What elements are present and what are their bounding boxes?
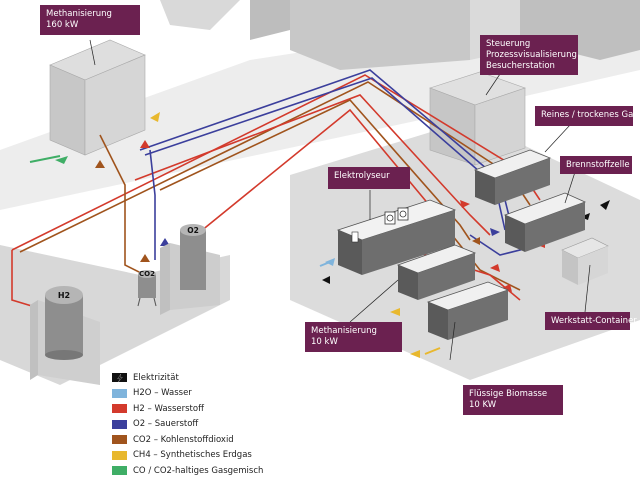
callout-line: Werkstatt-Container — [551, 316, 637, 326]
callout-biomasse: Flüssige Biomasse 10 KW — [463, 385, 563, 415]
legend: Elektrizität H2O – Wasser H2 – Wassersto… — [112, 370, 282, 479]
legend-label: O2 – Sauerstoff — [133, 419, 199, 430]
legend-item-gasmix: CO / CO2-haltiges Gasgemisch — [112, 463, 282, 479]
callout-methanisierung-10: Methanisierung 10 kW — [305, 322, 402, 352]
callout-line: Steuerung — [486, 39, 531, 49]
callout-line: Besucherstation — [486, 61, 555, 71]
callout-line: Reines / trockenes Gas — [541, 110, 638, 120]
legend-item-ch4: CH4 – Synthetisches Erdgas — [112, 448, 282, 464]
callout-line: Brennstoffzelle — [566, 160, 630, 170]
callout-leaders — [89, 39, 591, 361]
legend-label: Elektrizität — [133, 372, 179, 383]
callout-line: Elektrolyseur — [334, 171, 390, 181]
callout-line: 160 kW — [46, 20, 79, 30]
legend-swatch-oxygen — [112, 419, 127, 429]
container-elektrolyseur — [336, 199, 457, 275]
legend-swatch-gasmix — [112, 466, 127, 476]
tank-o2: O2 — [180, 224, 206, 290]
legend-item-water: H2O – Wasser — [112, 386, 282, 402]
callout-steuerung: Steuerung Prozessvisualisierung Besucher… — [480, 35, 578, 75]
container-brennstoffzelle — [473, 149, 552, 205]
legend-label: H2 – Wasserstoff — [133, 403, 204, 414]
tank-label-o2: O2 — [187, 226, 199, 235]
legend-item-hydrogen: H2 – Wasserstoff — [112, 401, 282, 417]
callout-brennstoffzelle: Brennstoffzelle — [560, 156, 632, 174]
callout-line: Prozessvisualisierung — [486, 50, 577, 60]
legend-swatch-electricity — [112, 373, 127, 383]
legend-label: CO2 – Kohlenstoffdioxid — [133, 434, 234, 445]
callout-methanisierung-160: Methanisierung 160 kW — [40, 5, 140, 35]
legend-label: CO / CO2-haltiges Gasgemisch — [133, 465, 264, 476]
callout-elektrolyseur: Elektrolyseur — [328, 167, 410, 189]
tank-label-co2: CO2 — [139, 270, 155, 278]
tank-h2: H2 — [45, 286, 83, 360]
lightning-bolt-icon — [116, 373, 123, 382]
callout-line: Flüssige Biomasse — [469, 389, 548, 399]
container-biomasse — [426, 281, 510, 340]
container-methanisierung-10 — [396, 244, 477, 300]
container-werkstatt — [561, 237, 609, 285]
legend-swatch-ch4 — [112, 450, 127, 460]
legend-label: CH4 – Synthetisches Erdgas — [133, 450, 252, 461]
callout-line: 10 KW — [469, 400, 497, 410]
building-steuerung — [429, 71, 526, 166]
callout-reines-gas: Reines / trockenes Gas — [535, 106, 638, 126]
building-methanisierung-160 — [49, 39, 146, 156]
legend-item-co2: CO2 – Kohlenstoffdioxid — [112, 432, 282, 448]
tank-co2: CO2 — [137, 270, 157, 307]
tank-label-h2: H2 — [58, 291, 70, 300]
callout-line: 10 kW — [311, 337, 338, 347]
container-right — [503, 192, 587, 252]
legend-swatch-water — [112, 388, 127, 398]
legend-item-electricity: Elektrizität — [112, 370, 282, 386]
callout-line: Methanisierung — [311, 326, 377, 336]
callout-line: Methanisierung — [46, 9, 112, 19]
legend-label: H2O – Wasser — [133, 388, 192, 399]
callout-werkstatt: Werkstatt-Container — [545, 312, 637, 330]
legend-swatch-co2 — [112, 435, 127, 445]
legend-item-oxygen: O2 – Sauerstoff — [112, 417, 282, 433]
legend-swatch-hydrogen — [112, 404, 127, 414]
